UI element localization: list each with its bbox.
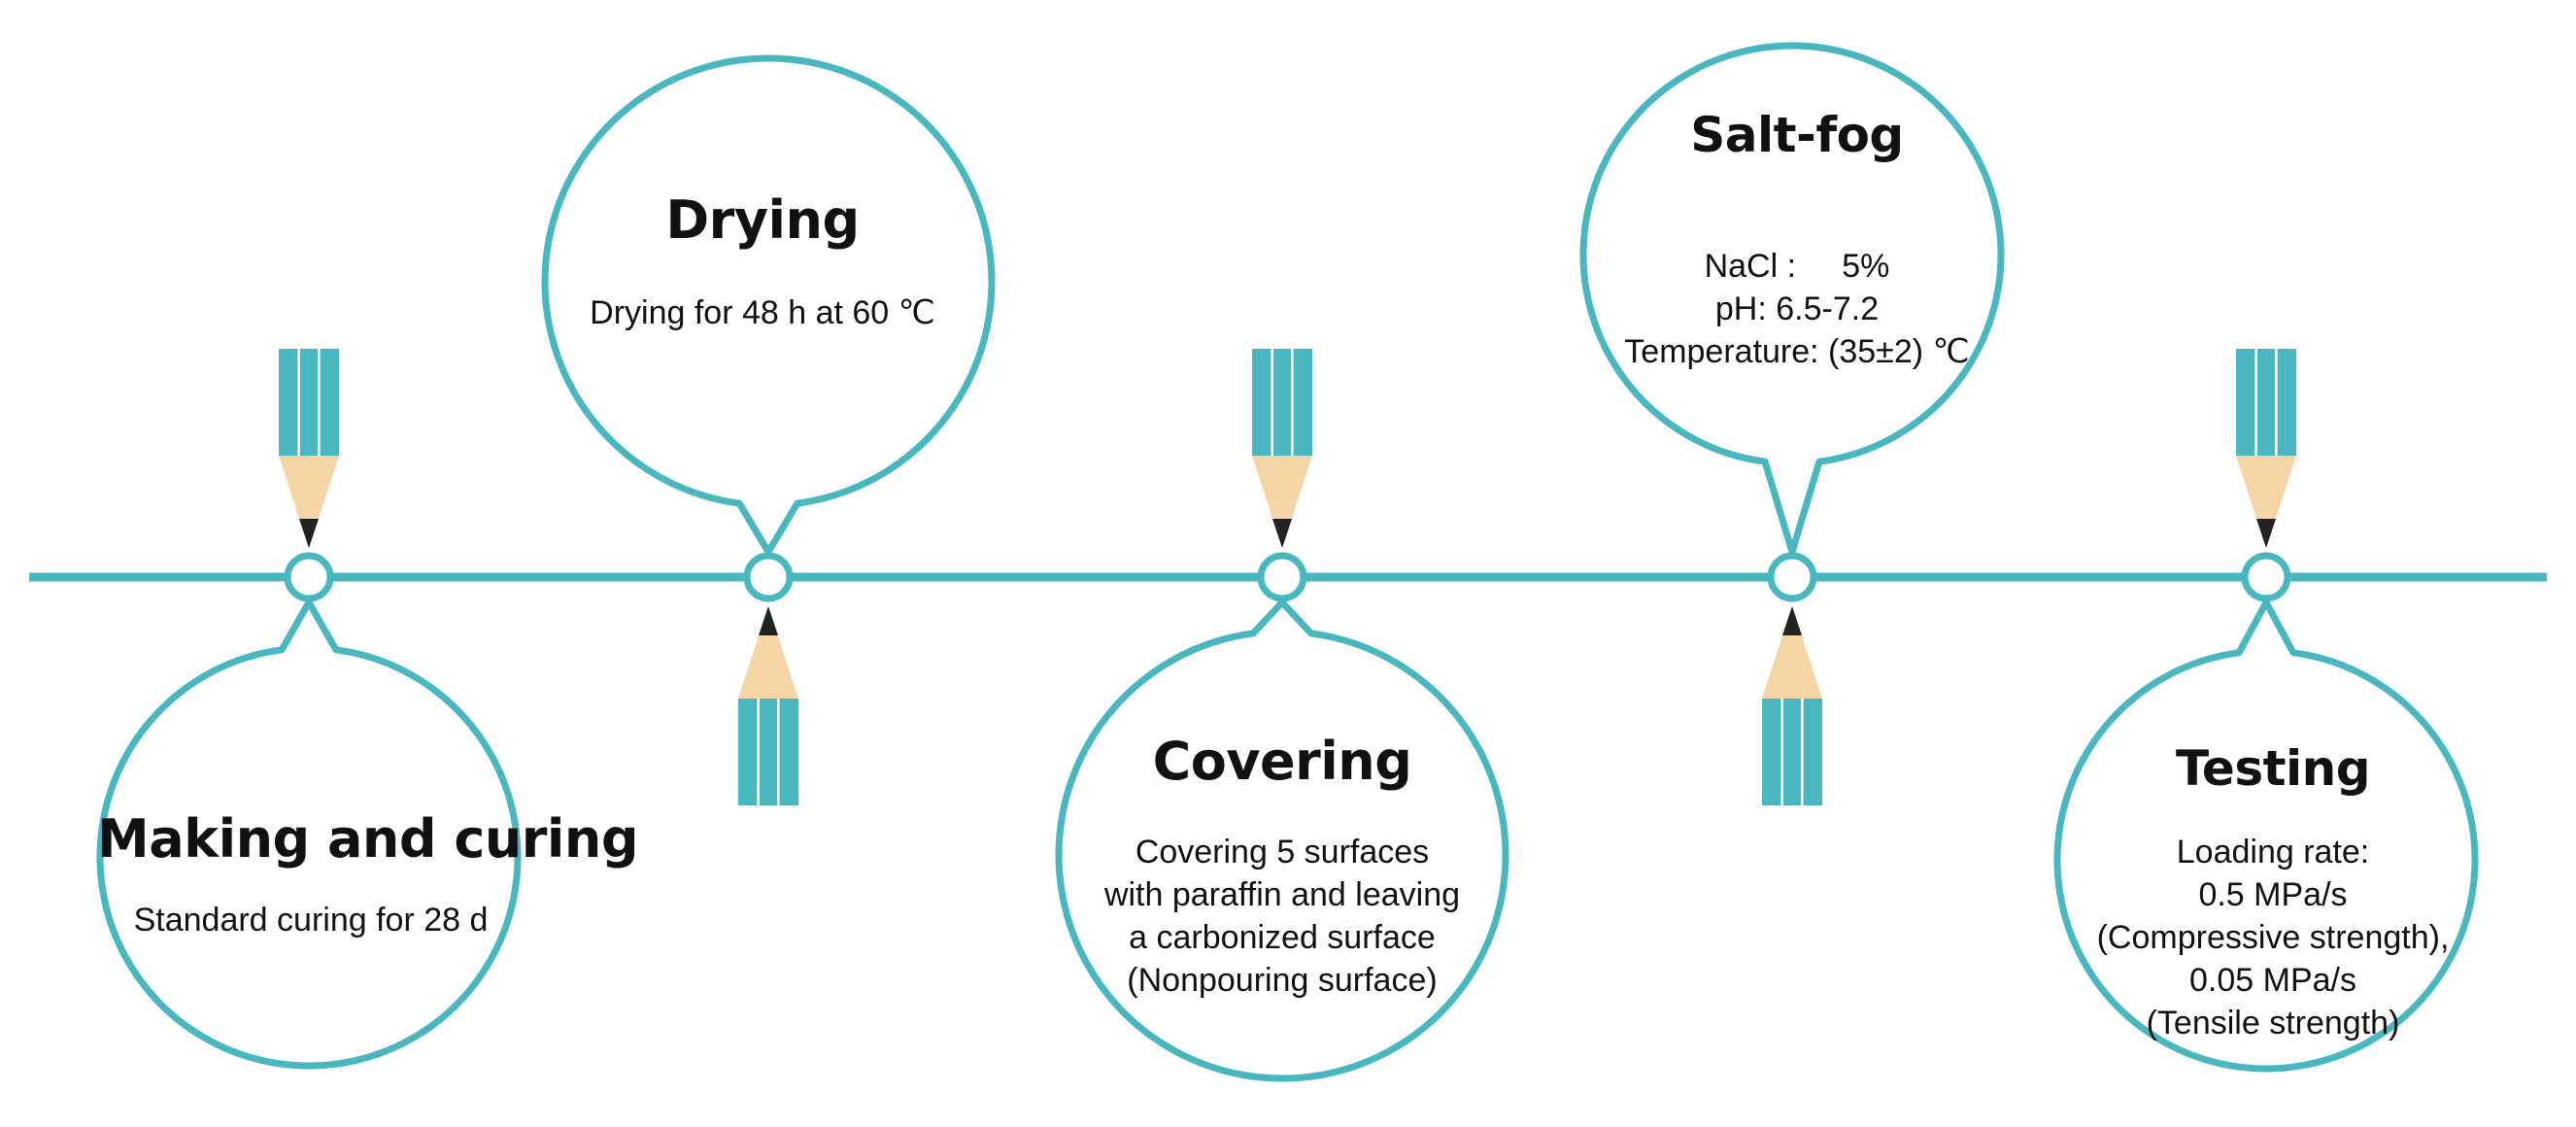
pencil-icon xyxy=(738,606,798,805)
desc-line: Temperature: (35±2) ℃ xyxy=(1624,333,1970,370)
pencil-tip xyxy=(759,606,778,635)
stage-title-covering: Covering xyxy=(1152,731,1412,792)
pencil-tip xyxy=(1782,606,1802,635)
pencil-body xyxy=(1762,699,1822,805)
desc-line: Drying for 48 h at 60 ℃ xyxy=(590,294,935,331)
speech-bubble xyxy=(1579,42,2005,556)
timeline-node xyxy=(1767,552,1817,602)
stage-desc-covering: Covering 5 surfaces with paraffin and le… xyxy=(1078,831,1486,1002)
pencil-wood xyxy=(738,606,798,699)
pencil-tip xyxy=(1272,519,1292,548)
desc-line: 0.05 MPa/s xyxy=(2189,962,2356,999)
stage-desc-drying: Drying for 48 h at 60 ℃ xyxy=(559,291,966,334)
timeline-node xyxy=(743,552,794,602)
desc-line: a carbonized surface xyxy=(1129,919,1436,956)
speech-bubble xyxy=(541,54,996,556)
timeline-stage xyxy=(96,349,522,1070)
timeline-stage xyxy=(541,54,996,805)
desc-line: with paraffin and leaving xyxy=(1103,876,1461,913)
pencil-body xyxy=(738,699,798,805)
stage-title-making-and-curing: Making and curing xyxy=(97,808,639,870)
desc-line: Loading rate: xyxy=(2176,834,2370,871)
stage-desc-testing: Loading rate: 0.5 MPa/s (Compressive str… xyxy=(2059,831,2487,1044)
pencil-body xyxy=(1252,349,1312,456)
pencil-wood xyxy=(279,456,339,548)
desc-line: 0.5 MPa/s xyxy=(2198,876,2348,913)
desc-line: (Tensile strength) xyxy=(2146,1005,2400,1042)
stage-desc-salt-fog: NaCl : 5% pH: 6.5-7.2 Temperature: (35±2… xyxy=(1574,245,2020,373)
stage-desc-making-and-curing: Standard curing for 28 d xyxy=(97,899,525,941)
stage-title-testing: Testing xyxy=(2175,740,2371,797)
stage-title-salt-fog: Salt-fog xyxy=(1690,107,1904,163)
timeline-stage xyxy=(1579,42,2005,805)
speech-bubble xyxy=(1055,598,1509,1082)
desc-line: Standard curing for 28 d xyxy=(133,902,489,939)
pencil-wood xyxy=(1762,606,1822,699)
desc-line: pH: 6.5-7.2 xyxy=(1714,290,1880,327)
speech-bubble xyxy=(2053,598,2479,1073)
desc-line: (Compressive strength), xyxy=(2096,919,2450,956)
pencil-icon xyxy=(1252,349,1312,548)
pencil-icon xyxy=(279,349,339,548)
pencil-tip xyxy=(299,519,319,548)
speech-bubble xyxy=(96,598,522,1070)
desc-line: Covering 5 surfaces xyxy=(1135,834,1430,871)
desc-line: (Nonpouring surface) xyxy=(1127,962,1438,999)
pencil-body xyxy=(2236,349,2296,456)
stage-title-drying: Drying xyxy=(665,189,860,251)
pencil-body xyxy=(279,349,339,456)
pencil-icon xyxy=(1762,606,1822,805)
pencil-wood xyxy=(1252,456,1312,548)
timeline-node xyxy=(284,552,334,602)
pencil-wood xyxy=(2236,456,2296,548)
desc-line: NaCl : 5% xyxy=(1704,248,1890,285)
pencil-icon xyxy=(2236,349,2296,548)
timeline-node xyxy=(1257,552,1307,602)
timeline-node xyxy=(2241,552,2291,602)
pencil-tip xyxy=(2256,519,2276,548)
timeline-stage xyxy=(2053,349,2479,1073)
timeline-stage xyxy=(1055,349,1509,1082)
